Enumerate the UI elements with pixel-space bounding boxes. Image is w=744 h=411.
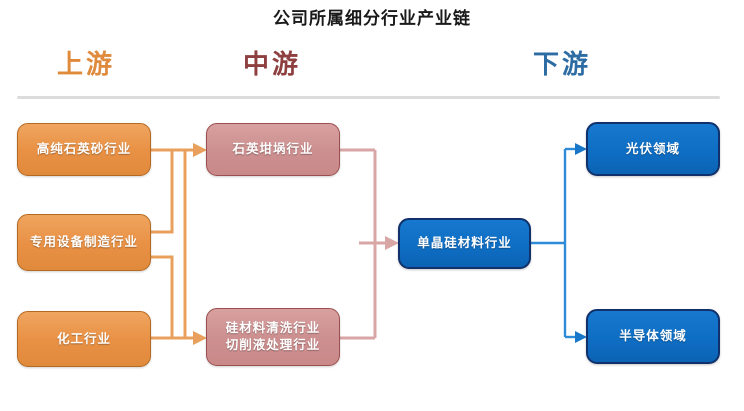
node-semiconductor-field[interactable]: 半导体领域 [586, 309, 720, 364]
node-semiconductor-field-label: 半导体领域 [619, 329, 687, 343]
wire-equipment-down [151, 255, 174, 338]
stage-label-downstream: 下游 [533, 49, 592, 79]
node-monocrystalline-silicon-label: 单晶硅材料行业 [417, 236, 512, 250]
node-monocrystalline-silicon[interactable]: 单晶硅材料行业 [398, 218, 531, 269]
arrowhead-silicon [385, 236, 399, 250]
node-photovoltaic-field[interactable]: 光伏领域 [586, 122, 720, 176]
node-silicon-cleaning-line2: 切削液处理行业 [225, 338, 321, 352]
header-divider [17, 96, 720, 99]
node-silicon-cleaning-line1: 硅材料清洗行业 [225, 321, 321, 335]
node-special-equipment[interactable]: 专用设备制造行业 [17, 214, 151, 271]
arrowhead-crucible [193, 143, 207, 157]
node-photovoltaic-field-label: 光伏领域 [625, 141, 680, 156]
node-quartz-sand[interactable]: 高纯石英砂行业 [17, 123, 151, 176]
node-quartz-crucible[interactable]: 石英坩埚行业 [206, 123, 340, 176]
node-chemical-industry[interactable]: 化工行业 [17, 311, 151, 367]
page-title: 公司所属细分行业产业链 [273, 9, 471, 28]
node-silicon-cleaning-label: 硅材料清洗行业 切削液处理行业 [226, 320, 321, 354]
node-silicon-cleaning[interactable]: 硅材料清洗行业 切削液处理行业 [206, 308, 340, 366]
stage-label-midstream: 中游 [243, 49, 302, 79]
node-special-equipment-label: 专用设备制造行业 [29, 235, 138, 249]
stage-label-upstream: 上游 [57, 49, 116, 79]
wire-equipment-up [151, 150, 174, 234]
arrowhead-cleaning [193, 331, 207, 345]
node-quartz-sand-label: 高纯石英砂行业 [36, 142, 132, 156]
node-chemical-industry-label: 化工行业 [56, 331, 111, 346]
node-quartz-crucible-label: 石英坩埚行业 [232, 142, 314, 156]
